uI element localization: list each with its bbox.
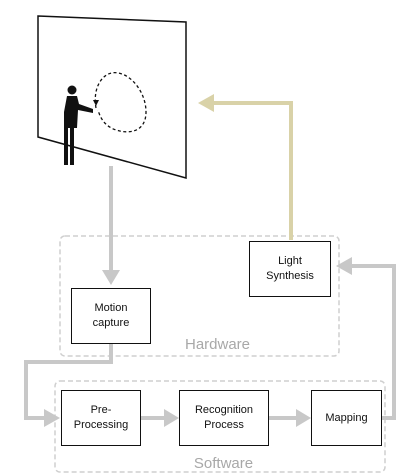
software-group — [54, 380, 386, 473]
software-group-label: Software — [193, 455, 254, 472]
arrow-light-synthesis-to-screen — [212, 101, 293, 240]
data-flow-arrows — [24, 94, 396, 427]
arrow-motion-capture-to-preprocessing — [24, 343, 113, 420]
light-synthesis-label: Light Synthesis — [266, 255, 314, 282]
arrowhead — [44, 409, 60, 427]
recognition-process-label: Recognition Process — [194, 404, 254, 431]
arrow-mapping-to-light-synthesis — [350, 264, 396, 420]
motion-capture-label: Motion capture — [92, 302, 130, 329]
mapping-label: Mapping — [325, 411, 368, 424]
motion-capture-box: Motion capture — [71, 288, 151, 344]
arrowhead — [296, 409, 311, 427]
arrowhead — [198, 94, 214, 112]
hardware-group — [59, 235, 340, 357]
arrowhead — [336, 257, 352, 275]
pre-processing-box: Pre- Processing — [61, 390, 141, 446]
light-synthesis-box: Light Synthesis — [249, 241, 331, 297]
projection-screen-icon — [37, 15, 187, 179]
arrowhead — [102, 270, 120, 285]
mapping-box: Mapping — [311, 390, 382, 446]
recognition-process-box: Recognition Process — [179, 390, 269, 446]
person-silhouette-icon — [64, 85, 93, 165]
arrowhead — [164, 409, 179, 427]
pre-processing-label: Pre- Processing — [73, 404, 129, 431]
gesture-path-icon — [94, 72, 147, 133]
hardware-group-label: Hardware — [184, 336, 251, 353]
